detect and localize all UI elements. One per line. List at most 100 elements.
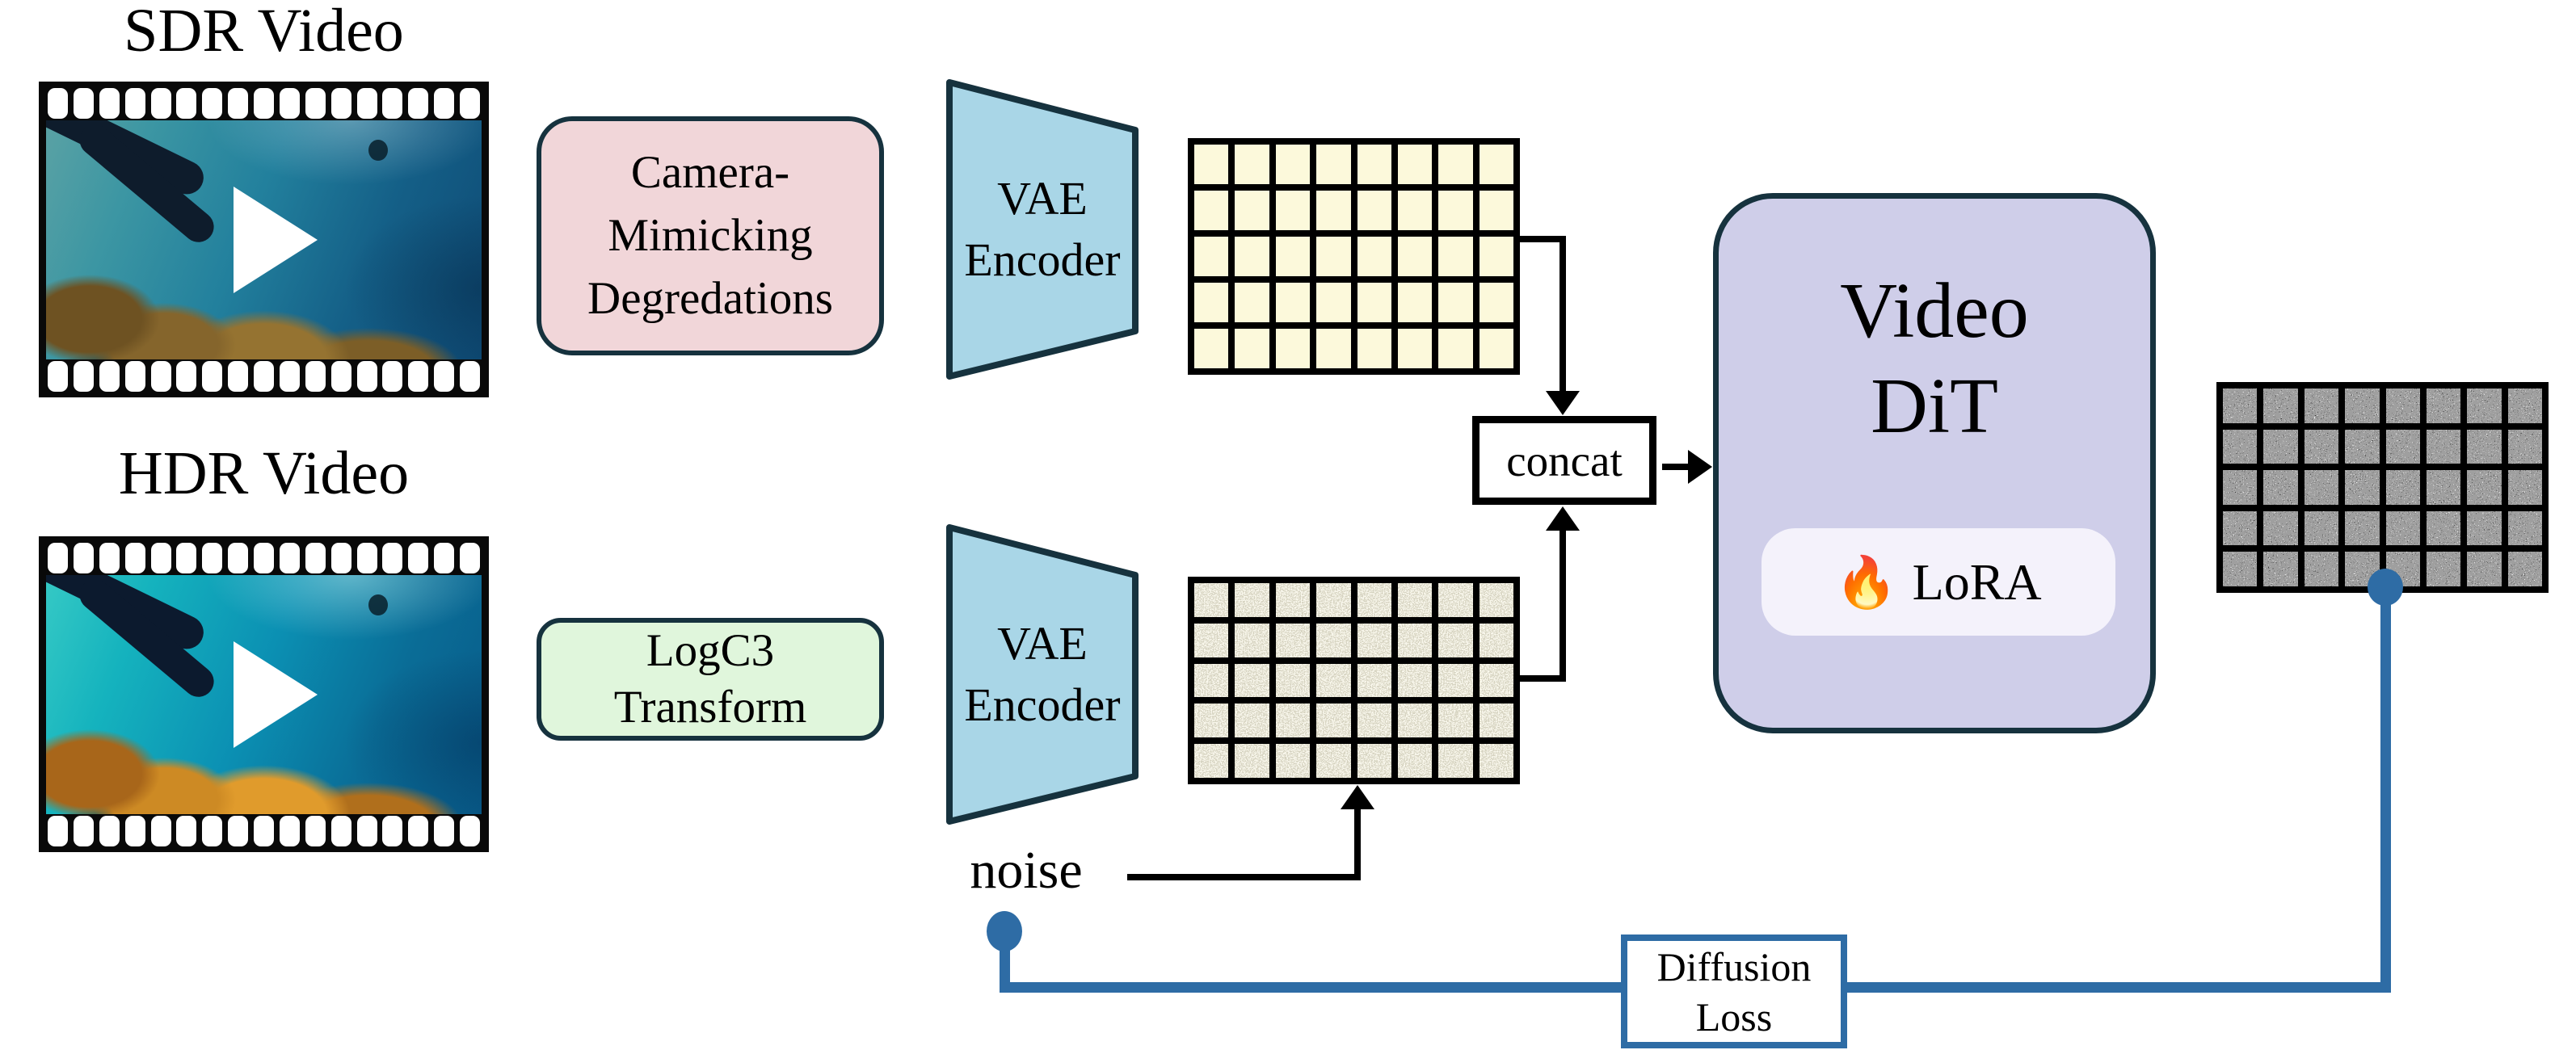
latent-cell bbox=[2345, 388, 2380, 423]
latent-cell bbox=[1397, 329, 1433, 368]
latent-cell bbox=[1275, 329, 1311, 368]
latent-cell bbox=[1316, 191, 1351, 230]
latent-cell bbox=[2507, 429, 2542, 464]
latent-cell bbox=[2223, 388, 2258, 423]
sprocket-hole bbox=[330, 361, 351, 392]
latent-cell bbox=[1397, 191, 1433, 230]
sprocket-hole bbox=[228, 543, 249, 573]
latent-cell bbox=[1397, 704, 1433, 738]
latent-cell bbox=[2263, 552, 2298, 586]
latent-cell bbox=[2467, 510, 2502, 546]
sprocket-hole bbox=[176, 543, 197, 573]
latent-cell bbox=[1316, 744, 1351, 778]
arrow-right-icon bbox=[1688, 450, 1712, 484]
loss-box-line: Loss bbox=[1695, 993, 1773, 1040]
sprocket-hole bbox=[124, 543, 145, 573]
sprocket-hole bbox=[176, 361, 197, 392]
sprocket-hole bbox=[408, 88, 429, 119]
lora-pill: 🔥 LoRA bbox=[1762, 528, 2115, 636]
sprocket-hole bbox=[48, 543, 68, 573]
sprocket-hole bbox=[150, 88, 171, 119]
sprocket-hole bbox=[460, 361, 480, 392]
latent-cell bbox=[1194, 704, 1229, 738]
latent-cell bbox=[1316, 145, 1351, 184]
latent-cell bbox=[1194, 583, 1229, 617]
latent-cell bbox=[1397, 283, 1433, 322]
latent-cell bbox=[1316, 623, 1351, 657]
sprocket-hole bbox=[254, 816, 274, 846]
latent-cell bbox=[1194, 191, 1229, 230]
predicted-noise-grid bbox=[2216, 382, 2549, 593]
latent-cell bbox=[1235, 329, 1269, 368]
sprocket-hole bbox=[382, 361, 403, 392]
sprocket-hole bbox=[254, 88, 274, 119]
sprocket-hole bbox=[73, 543, 94, 573]
sprocket-hole bbox=[356, 543, 377, 573]
fire-icon: 🔥 bbox=[1835, 552, 1898, 611]
sprocket-hole bbox=[330, 88, 351, 119]
film-sprocket-row bbox=[48, 361, 480, 392]
sprocket-hole bbox=[434, 543, 455, 573]
sprocket-hole bbox=[434, 88, 455, 119]
arrow-up-icon bbox=[1341, 785, 1374, 809]
latent-cell bbox=[2345, 470, 2380, 505]
latent-cell bbox=[1357, 237, 1391, 276]
dit-title-line: DiT bbox=[1871, 363, 1998, 450]
sprocket-hole bbox=[382, 816, 403, 846]
latent-cell bbox=[1438, 663, 1473, 698]
sprocket-hole bbox=[382, 88, 403, 119]
sprocket-hole bbox=[202, 88, 223, 119]
latent-cell bbox=[1397, 623, 1433, 657]
latent-cell bbox=[2223, 470, 2258, 505]
latent-cell bbox=[2263, 510, 2298, 546]
latent-cell bbox=[2507, 510, 2542, 546]
camera-box-line: Degredations bbox=[587, 273, 833, 324]
connector-hdr-latent-to-concat bbox=[1517, 675, 1566, 682]
sprocket-hole bbox=[99, 88, 120, 119]
latent-cell bbox=[1479, 145, 1513, 184]
latent-cell bbox=[2304, 470, 2339, 505]
latent-cell bbox=[2304, 552, 2339, 586]
latent-cell bbox=[1357, 704, 1391, 738]
latent-cell bbox=[1194, 663, 1229, 698]
latent-cell bbox=[2223, 552, 2258, 586]
sprocket-hole bbox=[228, 88, 249, 119]
distant-diver-shape bbox=[368, 594, 389, 616]
sprocket-hole bbox=[176, 816, 197, 846]
film-sprocket-row bbox=[48, 816, 480, 846]
sprocket-hole bbox=[460, 816, 480, 846]
sprocket-hole bbox=[124, 88, 145, 119]
latent-cell bbox=[2467, 552, 2502, 586]
connector-hdr-latent-to-concat bbox=[1559, 530, 1566, 682]
sprocket-hole bbox=[124, 361, 145, 392]
latent-cell bbox=[2263, 470, 2298, 505]
camera-mimicking-degradations-box: Camera- Mimicking Degredations bbox=[537, 116, 884, 355]
sprocket-hole bbox=[279, 816, 300, 846]
sprocket-hole bbox=[279, 543, 300, 573]
film-sprocket-row bbox=[48, 88, 480, 119]
latent-cell bbox=[1235, 744, 1269, 778]
latent-cell bbox=[1357, 145, 1391, 184]
sprocket-hole bbox=[330, 816, 351, 846]
sprocket-hole bbox=[305, 361, 326, 392]
latent-cell bbox=[2467, 429, 2502, 464]
latent-cell bbox=[1275, 191, 1311, 230]
sprocket-hole bbox=[254, 543, 274, 573]
camera-box-line: Camera- bbox=[630, 147, 790, 198]
latent-cell bbox=[1275, 704, 1311, 738]
latent-cell bbox=[1397, 237, 1433, 276]
latent-cell bbox=[2507, 388, 2542, 423]
latent-cell bbox=[1479, 583, 1513, 617]
noise-label: noise bbox=[970, 841, 1083, 900]
latent-cell bbox=[1316, 237, 1351, 276]
latent-cell bbox=[2263, 429, 2298, 464]
sprocket-hole bbox=[228, 816, 249, 846]
latent-cell bbox=[1438, 191, 1473, 230]
connector-sdr-latent-to-concat bbox=[1559, 236, 1566, 394]
latent-cell bbox=[2467, 470, 2502, 505]
sdr-video-thumbnail bbox=[46, 120, 482, 359]
sprocket-hole bbox=[434, 361, 455, 392]
concat-label: concat bbox=[1506, 435, 1623, 485]
latent-cell bbox=[1275, 623, 1311, 657]
